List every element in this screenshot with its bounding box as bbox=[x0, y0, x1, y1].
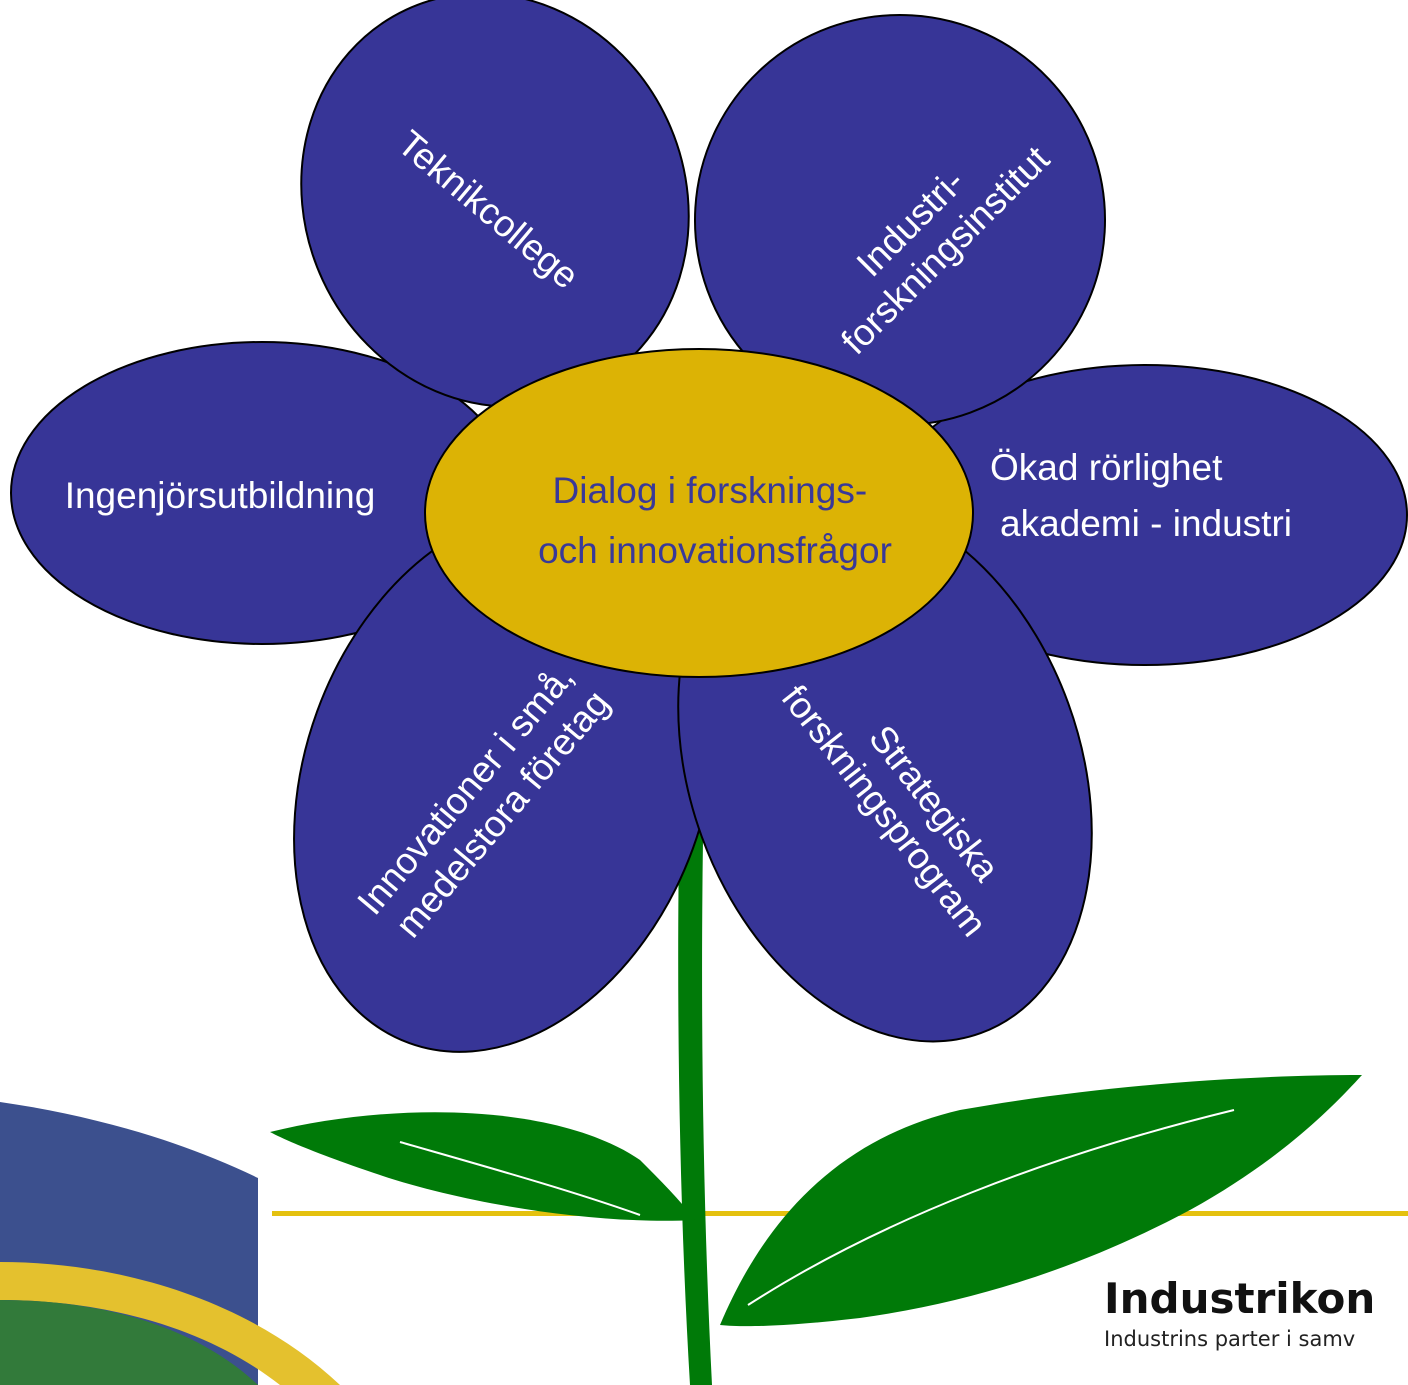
logo-swoosh bbox=[0, 1102, 340, 1385]
right-leaf bbox=[720, 1075, 1362, 1327]
flower-center bbox=[424, 348, 974, 678]
label-ingenjorsutbildning: Ingenjörsutbildning bbox=[65, 475, 376, 516]
swoosh-yellow-arc bbox=[0, 1262, 340, 1385]
logo-name: Industrikon bbox=[1104, 1274, 1375, 1323]
left-leaf bbox=[270, 1112, 695, 1221]
swoosh-green-arc bbox=[0, 1300, 258, 1385]
label-okad-rorlighet: Ökad rörlighet akademi - industri bbox=[990, 447, 1292, 544]
logo-tagline: Industrins parter i samv bbox=[1104, 1327, 1355, 1351]
center-label: Dialog i forsknings- och innovationsfråg… bbox=[538, 470, 892, 571]
